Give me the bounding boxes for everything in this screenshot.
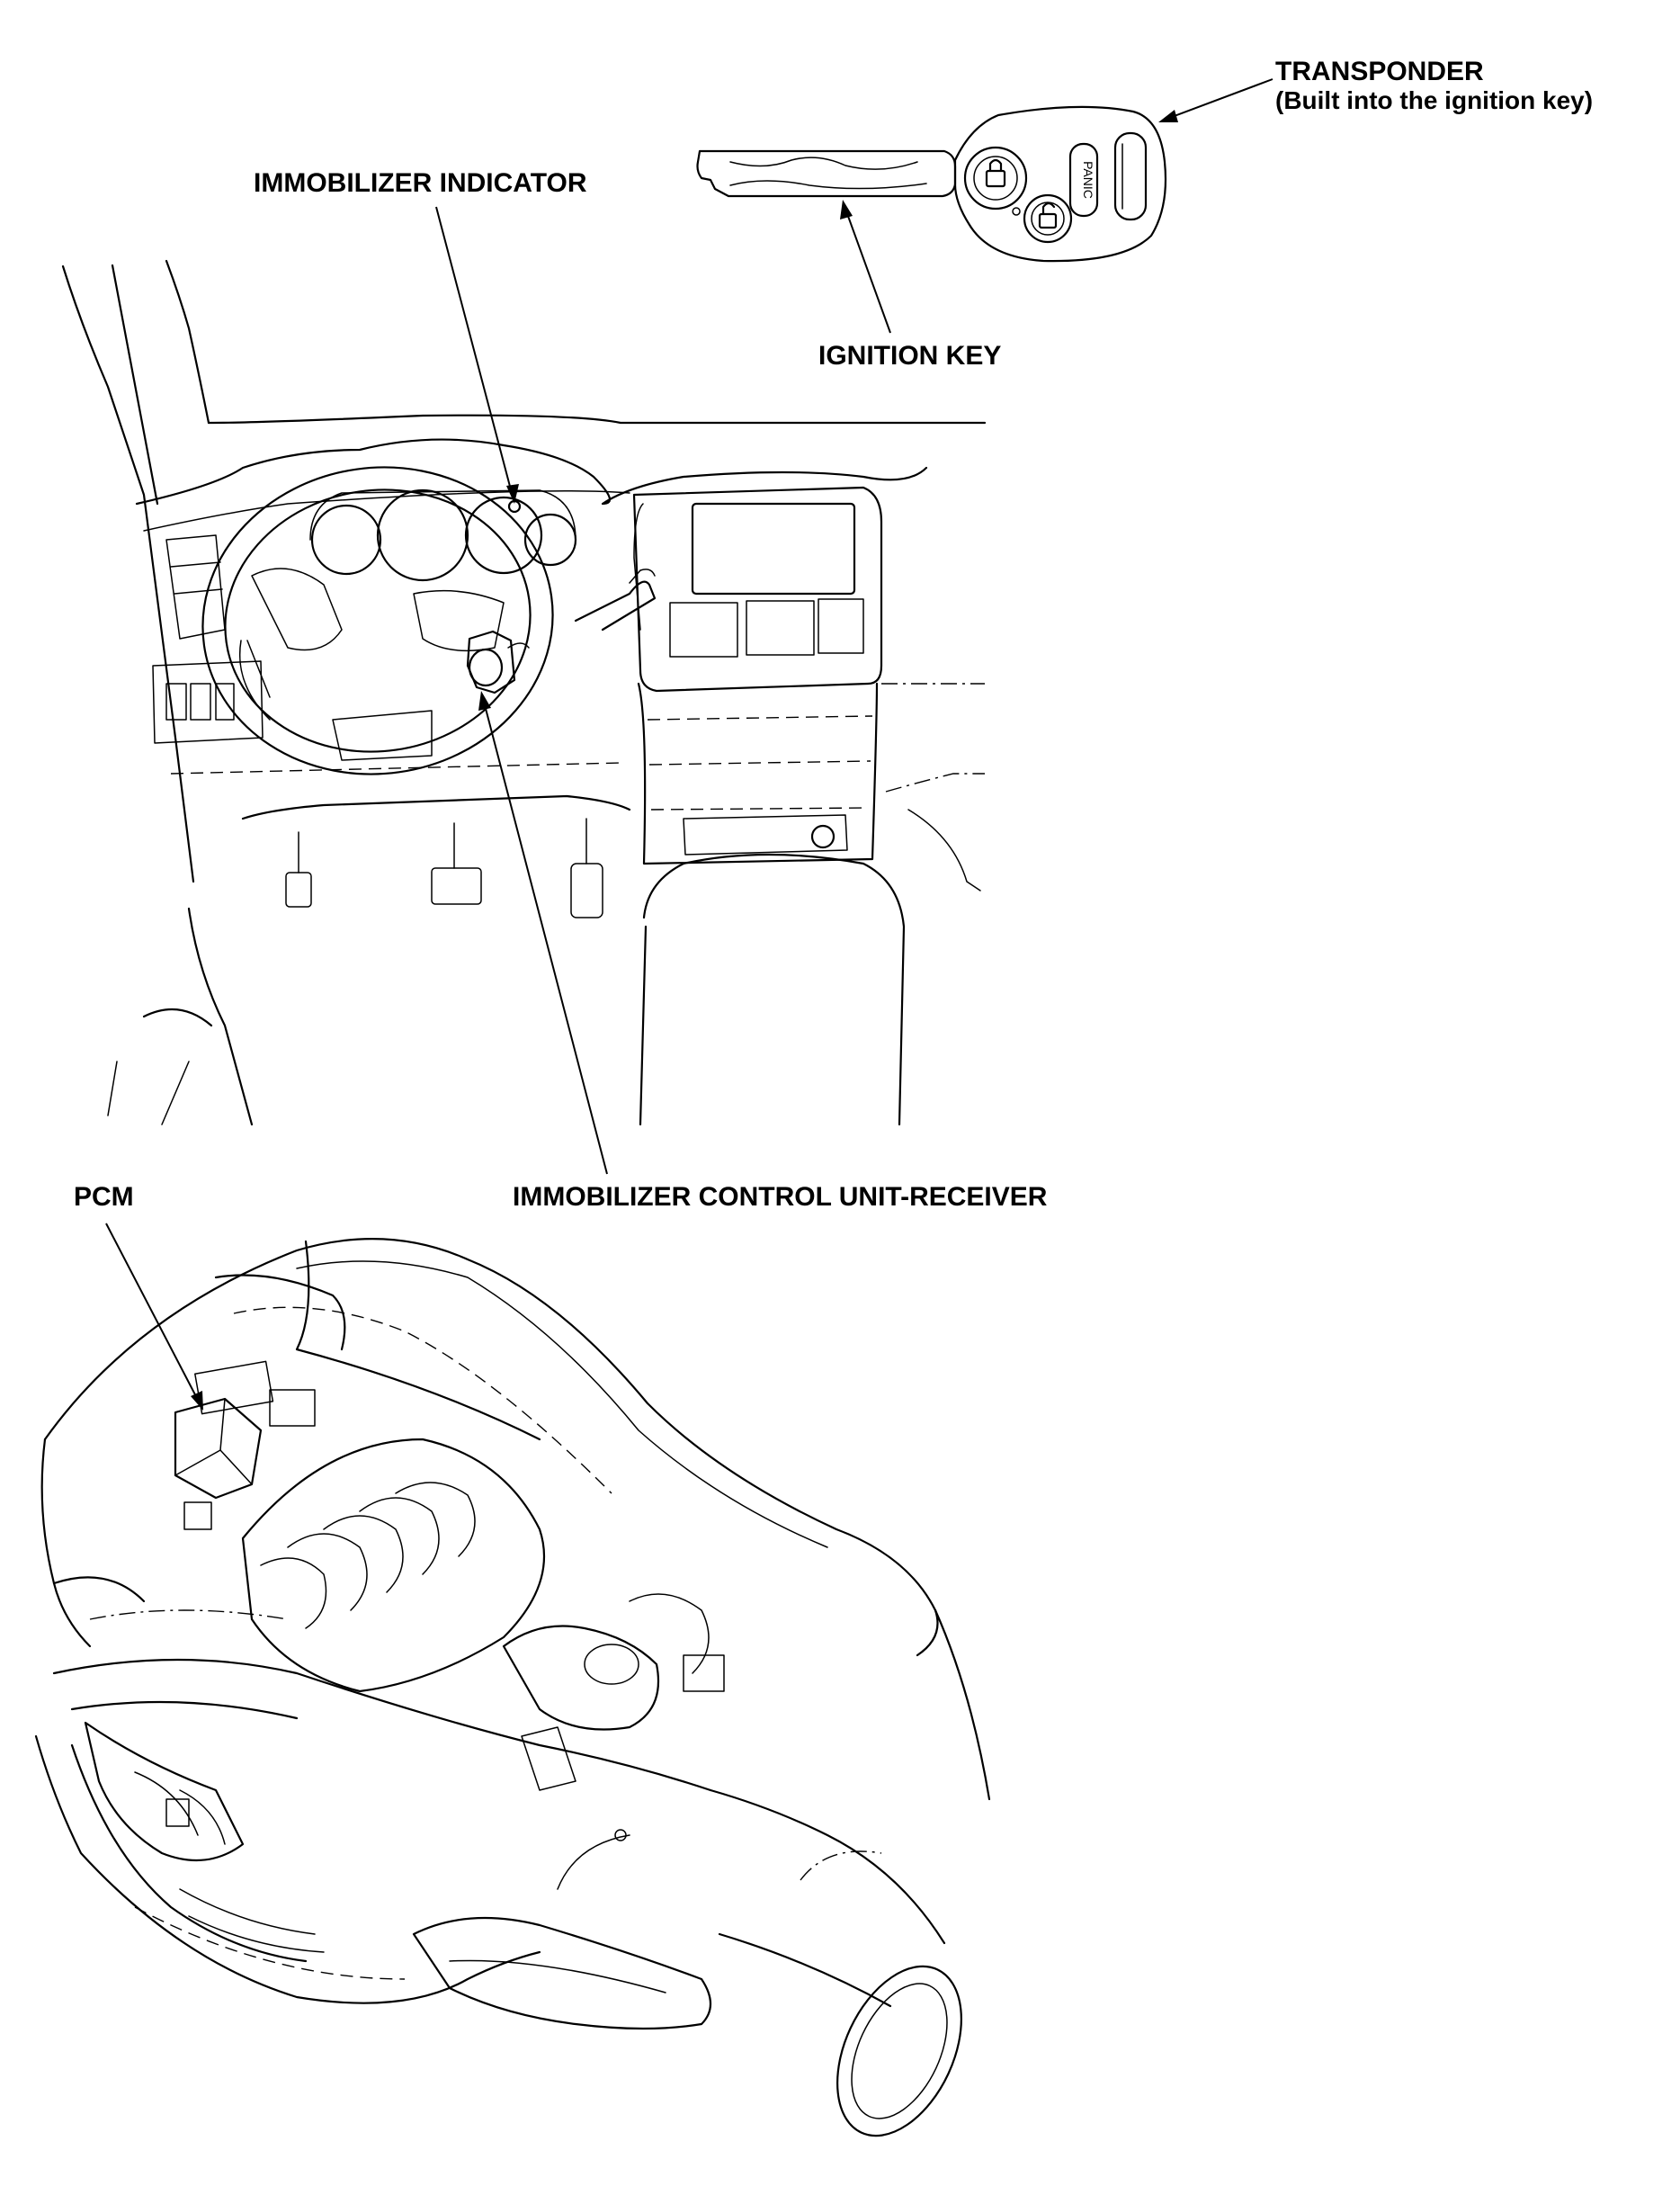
ignition-key-drawing: PANIC bbox=[696, 105, 1167, 263]
leader-lines bbox=[105, 78, 1273, 1411]
dashboard-drawing bbox=[61, 259, 987, 1126]
engine-bay-drawing bbox=[34, 1238, 991, 2137]
immobilizer-indicator-label: IMMOBILIZER INDICATOR bbox=[254, 168, 587, 198]
panic-button-label: PANIC bbox=[1081, 161, 1095, 199]
transponder-label: TRANSPONDER bbox=[1275, 57, 1484, 86]
transponder-note-label: (Built into the ignition key) bbox=[1275, 86, 1594, 114]
immobilizer-receiver-label: IMMOBILIZER CONTROL UNIT-RECEIVER bbox=[513, 1182, 1048, 1212]
pcm-unit bbox=[174, 1397, 263, 1500]
ignition-key-label: IGNITION KEY bbox=[818, 341, 1002, 371]
pcm-label: PCM bbox=[74, 1182, 134, 1212]
